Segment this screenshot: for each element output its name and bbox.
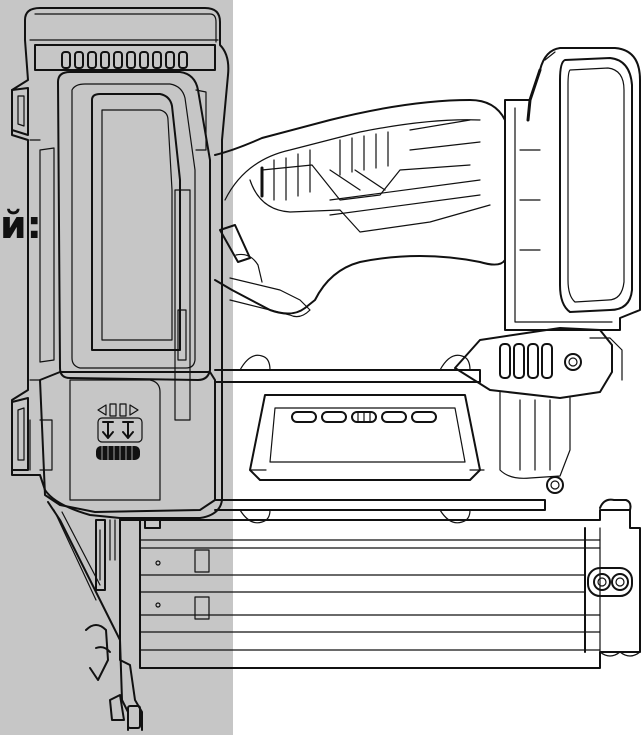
battery-pack xyxy=(454,47,641,494)
lower-frame xyxy=(214,354,546,524)
magazine-rail xyxy=(119,498,641,669)
caption-fragment: й: xyxy=(0,203,42,247)
handle-grip xyxy=(214,99,506,318)
nose-contact-tip xyxy=(47,501,161,731)
top-vent-slots xyxy=(61,51,188,69)
thumb-wheel xyxy=(96,446,140,460)
arrow-down-pair-icon xyxy=(102,421,134,439)
mode-plate xyxy=(97,417,143,443)
triangle-left-right-icon xyxy=(97,403,139,417)
main-body xyxy=(11,7,230,519)
